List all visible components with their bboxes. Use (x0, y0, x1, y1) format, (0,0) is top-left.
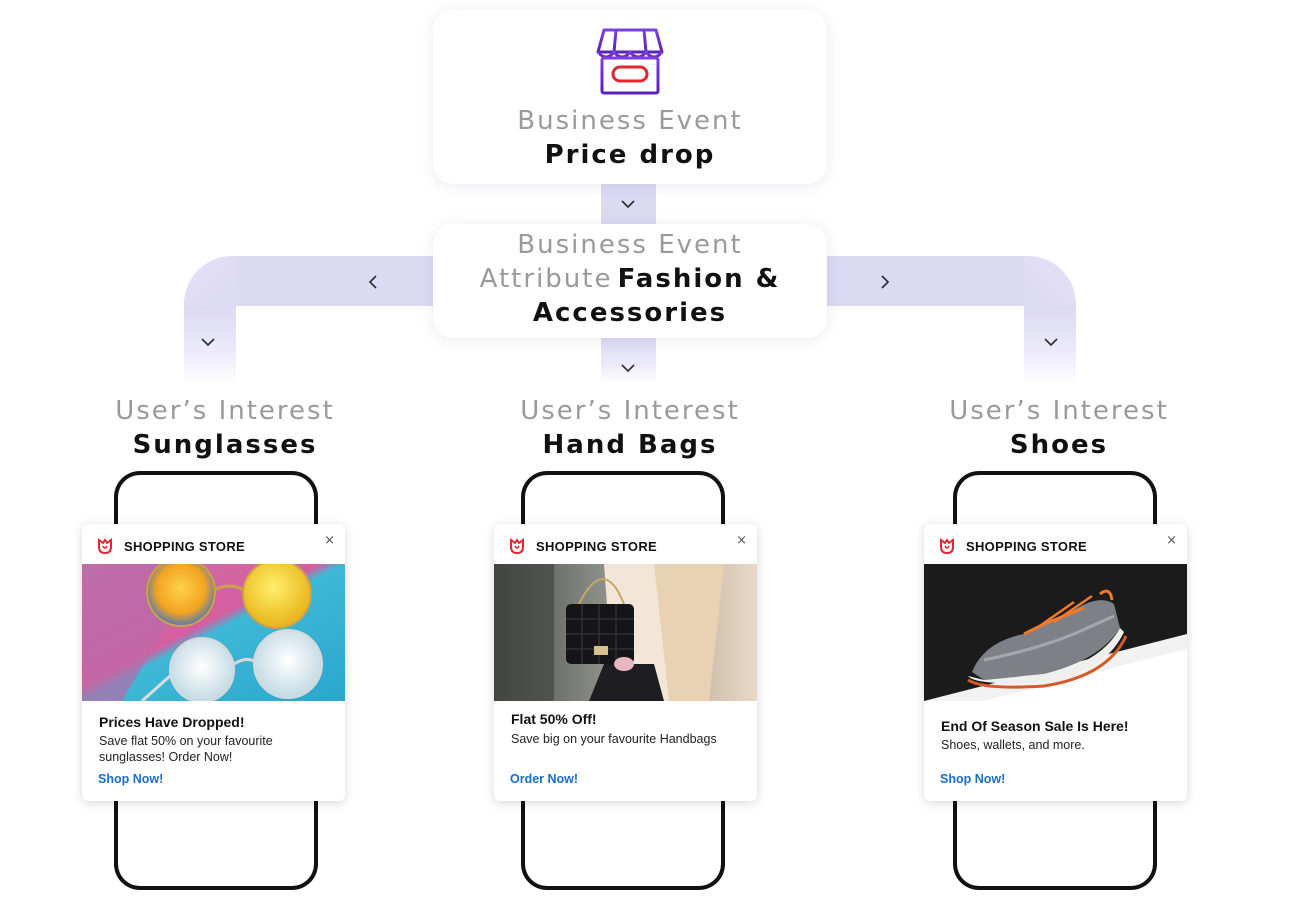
notification-title: Prices Have Dropped! (99, 714, 245, 730)
interest-label: User’s Interest (520, 396, 740, 426)
business-event-value: Price drop (544, 140, 716, 170)
notification-text: Shoes, wallets, and more. (941, 738, 1085, 752)
notification-title: End Of Season Sale Is Here! (941, 718, 1129, 734)
storefront-icon (596, 28, 664, 95)
business-event-box: Business Event Price drop (433, 10, 827, 184)
notification-card[interactable]: SHOPPING STORE × End Of Season Sale Is H… (924, 524, 1187, 801)
phone-outline-bottom (953, 800, 1157, 890)
chevron-right-icon (881, 275, 890, 289)
connector-left-corner (184, 256, 236, 308)
close-icon[interactable]: × (1166, 533, 1177, 548)
sunglasses-photo (82, 564, 345, 701)
close-icon[interactable]: × (324, 533, 335, 548)
phone-outline-top (521, 471, 725, 545)
store-name: SHOPPING STORE (536, 539, 657, 554)
order-now-link[interactable]: Order Now! (510, 772, 579, 786)
connector-right-vertical (1024, 306, 1076, 386)
attribute-line2: Attribute Fashion & (433, 264, 827, 294)
shop-now-link[interactable]: Shop Now! (98, 772, 164, 786)
store-logo-icon (940, 538, 954, 555)
notification-card[interactable]: SHOPPING STORE × Flat 50% Off! Save big … (494, 524, 757, 801)
interest-sunglasses: User’s Interest Sunglasses (95, 394, 355, 462)
phone-outline-bottom (521, 800, 725, 890)
store-logo-icon (98, 538, 112, 555)
attribute-label-line1: Business Event (517, 230, 743, 260)
interest-hand-bags: User’s Interest Hand Bags (500, 394, 760, 462)
store-name: SHOPPING STORE (124, 539, 245, 554)
connector-left-horizontal (232, 256, 438, 306)
connector-left-vertical (184, 306, 236, 386)
attribute-value-part1: Fashion & (617, 264, 781, 294)
phone-outline-top (114, 471, 318, 545)
connector-center-vertical (601, 335, 656, 385)
notification-text: Save big on your favourite Handbags (511, 732, 717, 746)
chevron-down-icon (1044, 338, 1058, 347)
notification-text: Save flat 50% on your favourite sunglass… (99, 734, 273, 764)
interest-value: Shoes (1009, 430, 1109, 460)
store-name: SHOPPING STORE (966, 539, 1087, 554)
connector-right-corner (1024, 256, 1076, 308)
interest-shoes: User’s Interest Shoes (929, 394, 1189, 462)
interest-value: Sunglasses (132, 430, 318, 460)
connector-right-horizontal (822, 256, 1028, 306)
interest-value: Hand Bags (542, 430, 718, 460)
chevron-down-icon (621, 200, 635, 209)
handbag-photo (494, 564, 757, 701)
business-event-label: Business Event (517, 106, 743, 136)
notification-card[interactable]: SHOPPING STORE × (82, 524, 345, 801)
notification-title: Flat 50% Off! (511, 711, 597, 727)
sneaker-photo (924, 564, 1187, 701)
business-event-attribute-box: Business Event Attribute Fashion & Acces… (433, 224, 827, 338)
interest-label: User’s Interest (949, 396, 1169, 426)
chevron-down-icon (201, 338, 215, 347)
phone-outline-top (953, 471, 1157, 545)
shop-now-link[interactable]: Shop Now! (940, 772, 1006, 786)
close-icon[interactable]: × (736, 533, 747, 548)
attribute-label-line2: Attribute (479, 264, 613, 294)
connector-top-vertical (601, 183, 656, 227)
attribute-value-part2: Accessories (532, 298, 728, 328)
chevron-left-icon (368, 275, 377, 289)
store-logo-icon (510, 538, 524, 555)
phone-outline-bottom (114, 800, 318, 890)
chevron-down-icon (621, 364, 635, 373)
interest-label: User’s Interest (115, 396, 335, 426)
